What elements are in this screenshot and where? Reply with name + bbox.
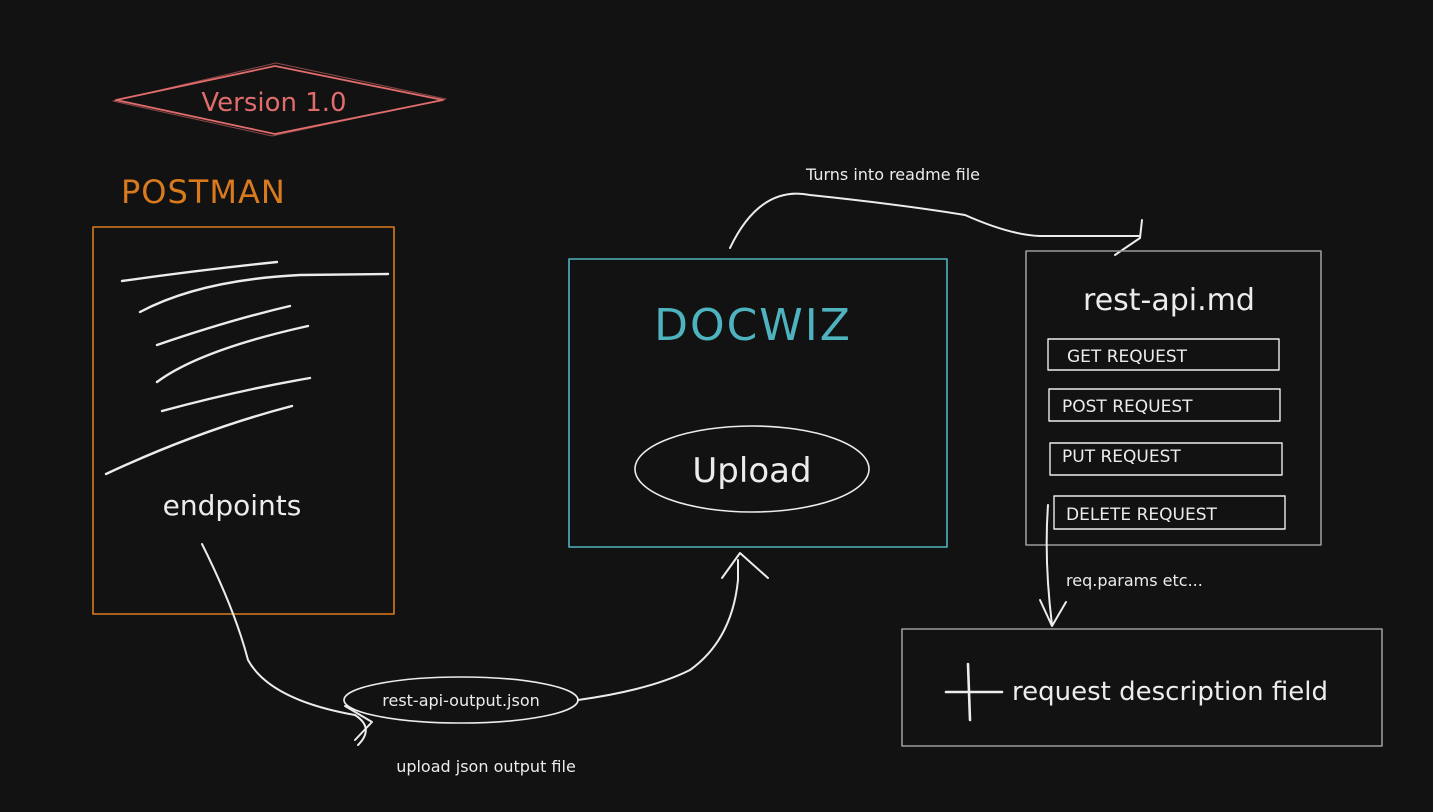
json-file-label: rest-api-output.json [382, 691, 540, 710]
docwiz-box [568, 258, 948, 548]
version-badge-label: Version 1.0 [201, 88, 346, 118]
postman-box [92, 226, 395, 615]
description-box: request description field [901, 628, 1383, 747]
request-item-delete[interactable]: DELETE REQUEST [1053, 495, 1286, 530]
description-box-label: request description field [1012, 677, 1328, 707]
readme-group: rest-api.md GET REQUEST POST REQUEST PUT… [1025, 250, 1322, 546]
arrow-req-params-label: req.params etc... [1066, 571, 1203, 590]
upload-button[interactable]: Upload [634, 425, 870, 513]
request-item-box [1053, 495, 1286, 530]
version-badge-diamond-sketch [112, 62, 447, 137]
description-box-frame [901, 628, 1383, 747]
request-item-box [1049, 442, 1283, 476]
arrow-docwiz-to-readme: Turns into readme file [729, 165, 1143, 256]
upload-ellipse [634, 425, 870, 513]
version-badge: Version 1.0 [112, 62, 447, 137]
request-item-put[interactable]: PUT REQUEST [1049, 442, 1283, 476]
readme-box [1025, 250, 1322, 546]
plus-icon [944, 662, 1004, 722]
request-item-label: GET REQUEST [1067, 347, 1188, 367]
request-item-label: DELETE REQUEST [1066, 505, 1217, 525]
docwiz-title: DOCWIZ [654, 300, 852, 351]
readme-title: rest-api.md [1083, 283, 1255, 318]
upload-label: Upload [692, 451, 811, 491]
postman-group: POSTMAN endpoints [92, 173, 395, 615]
arrow-req-to-description: req.params etc... [1039, 504, 1203, 627]
json-file-caption: upload json output file [396, 757, 576, 776]
docwiz-group: DOCWIZ Upload [568, 258, 948, 548]
arrow-endpoints-to-json [201, 543, 373, 746]
request-item-post[interactable]: POST REQUEST [1048, 388, 1281, 422]
postman-caption: endpoints [163, 489, 302, 522]
request-item-label: POST REQUEST [1062, 397, 1193, 417]
postman-scribble [104, 260, 390, 476]
postman-title: POSTMAN [121, 173, 286, 211]
add-field-button[interactable] [944, 662, 1004, 722]
request-item-box [1048, 388, 1281, 422]
request-item-box [1047, 338, 1280, 371]
json-file: rest-api-output.json upload json output … [343, 676, 579, 776]
request-item-get[interactable]: GET REQUEST [1047, 338, 1280, 371]
arrow-json-to-docwiz [577, 552, 769, 701]
request-item-label: PUT REQUEST [1062, 447, 1181, 467]
arrow-turns-into-label: Turns into readme file [805, 165, 980, 184]
